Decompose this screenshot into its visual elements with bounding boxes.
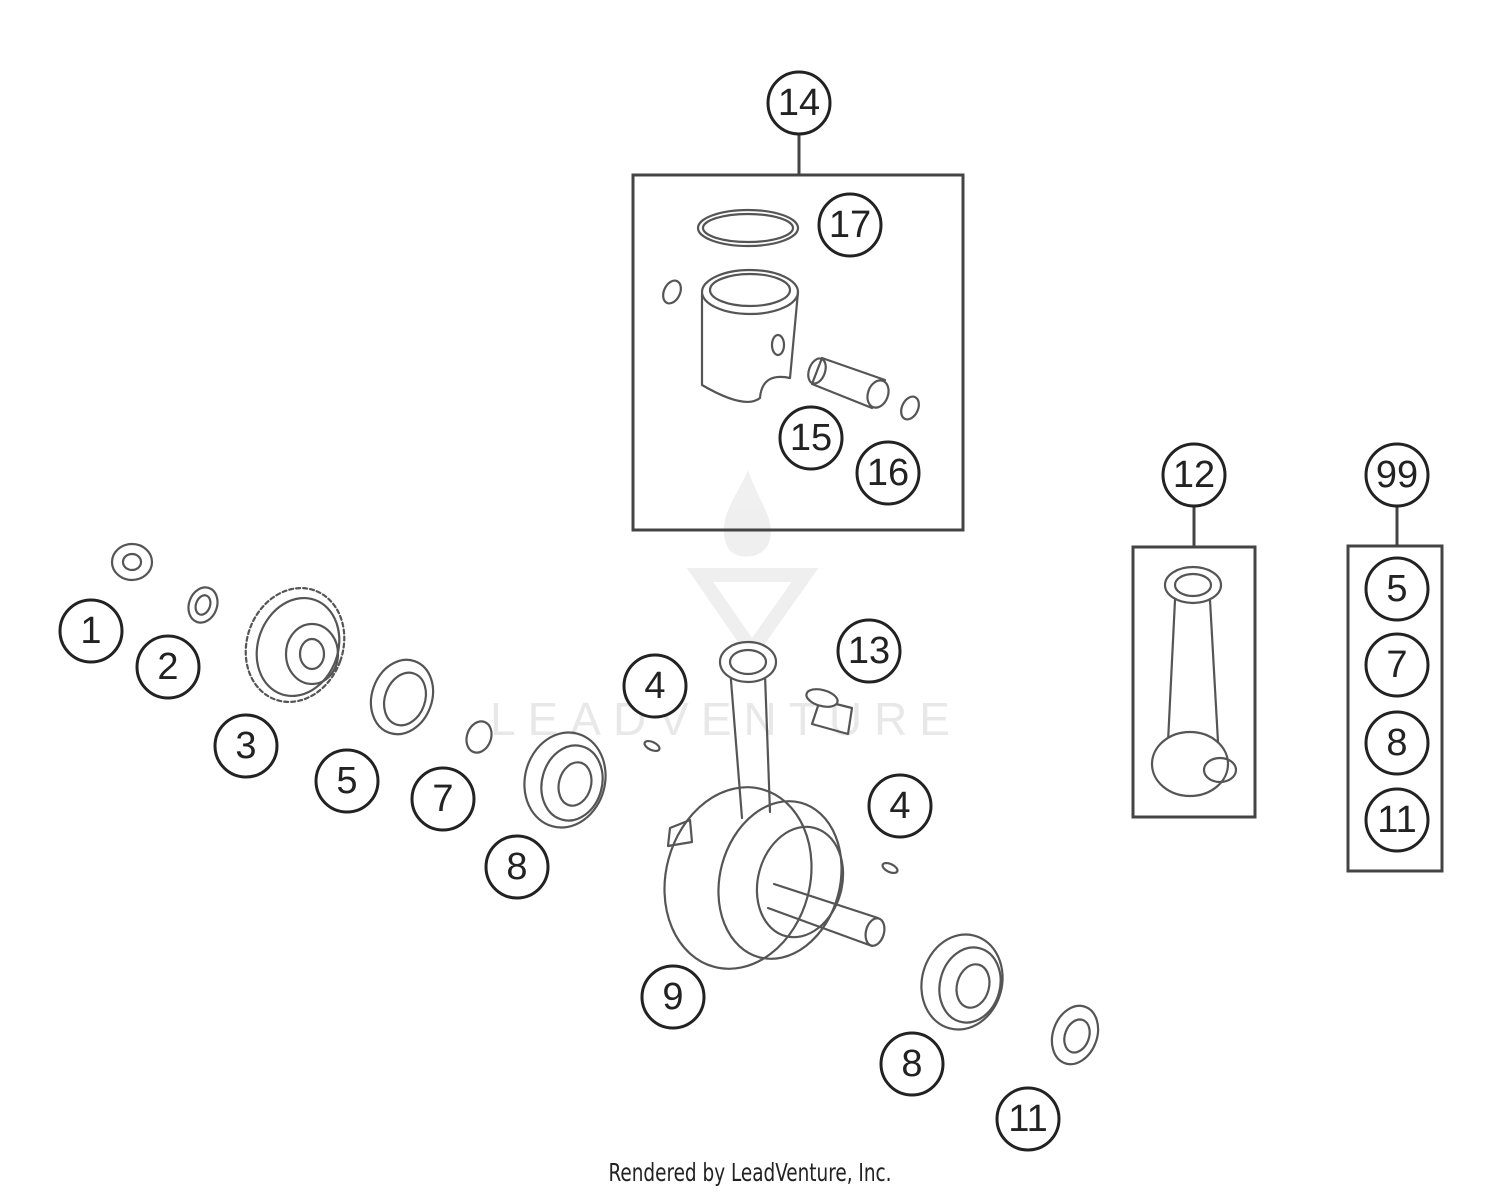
- svg-text:1: 1: [80, 610, 101, 652]
- callout-2: 2: [135, 634, 201, 700]
- ball-bearing-left-part: [523, 731, 607, 829]
- callout-11: 11: [995, 1086, 1061, 1152]
- svg-text:8: 8: [901, 1043, 922, 1085]
- needle-bearing-part: [805, 688, 854, 736]
- callout-7: 7: [410, 766, 476, 832]
- svg-text:4: 4: [644, 665, 665, 707]
- kit-99-item-11: 11: [1364, 787, 1430, 853]
- kit-99-item-7: 7: [1364, 632, 1430, 698]
- callout-9: 9: [640, 964, 706, 1030]
- callout-14: 14: [766, 70, 832, 136]
- callout-4-bottom: 4: [867, 773, 933, 839]
- callout-12: 12: [1161, 442, 1227, 508]
- svg-text:15: 15: [790, 417, 832, 459]
- watermark-text: LEADVENTURE: [490, 693, 962, 745]
- svg-text:13: 13: [848, 630, 890, 672]
- svg-text:5: 5: [336, 760, 357, 802]
- piston-part: [700, 268, 800, 403]
- piston-clip-part: [662, 279, 920, 421]
- svg-text:8: 8: [506, 846, 527, 888]
- footer-credit: Rendered by LeadVenture, Inc.: [608, 1158, 892, 1187]
- kit-99-item-5: 5: [1364, 556, 1430, 622]
- crankshaft-part: [663, 640, 886, 970]
- svg-text:12: 12: [1173, 454, 1215, 496]
- watermark-logo: LEADVENTURE: [490, 470, 962, 745]
- callout-4-top: 4: [622, 653, 688, 719]
- callout-13: 13: [836, 618, 902, 684]
- svg-text:11: 11: [1377, 799, 1416, 841]
- svg-text:11: 11: [1008, 1098, 1047, 1140]
- svg-text:2: 2: [157, 646, 178, 688]
- seal-ring-part: [369, 658, 435, 736]
- callout-3: 3: [213, 713, 279, 779]
- oil-seal-right-part: [1050, 1004, 1100, 1066]
- callout-15: 15: [778, 405, 844, 471]
- svg-text:16: 16: [867, 452, 909, 494]
- washer-part: [187, 586, 219, 624]
- nut-part: [110, 542, 154, 582]
- callout-8-right: 8: [879, 1031, 945, 1097]
- svg-text:8: 8: [1386, 722, 1407, 764]
- ball-bearing-right-part: [920, 933, 1004, 1031]
- piston-pin-part: [807, 356, 890, 410]
- callout-8-left: 8: [484, 834, 550, 900]
- piston-ring-part: [696, 208, 800, 248]
- connecting-rod-part: [1150, 565, 1238, 798]
- svg-text:5: 5: [1386, 568, 1407, 610]
- bearing-kit-box: [1346, 544, 1444, 873]
- callout-17: 17: [817, 192, 883, 258]
- svg-text:4: 4: [889, 785, 910, 827]
- callout-5: 5: [314, 748, 380, 814]
- small-ring-part: [465, 720, 493, 754]
- svg-text:7: 7: [1386, 644, 1407, 686]
- svg-text:99: 99: [1376, 454, 1418, 496]
- svg-text:14: 14: [778, 82, 820, 124]
- callout-99: 99: [1364, 442, 1430, 508]
- woodruff-key-part: [643, 739, 899, 875]
- svg-text:17: 17: [829, 204, 871, 246]
- svg-text:7: 7: [432, 778, 453, 820]
- svg-text:9: 9: [662, 976, 683, 1018]
- callout-1: 1: [58, 598, 124, 664]
- gear-part: [244, 586, 346, 704]
- svg-text:3: 3: [235, 725, 256, 767]
- kit-99-item-8: 8: [1364, 710, 1430, 776]
- callout-16: 16: [855, 440, 921, 506]
